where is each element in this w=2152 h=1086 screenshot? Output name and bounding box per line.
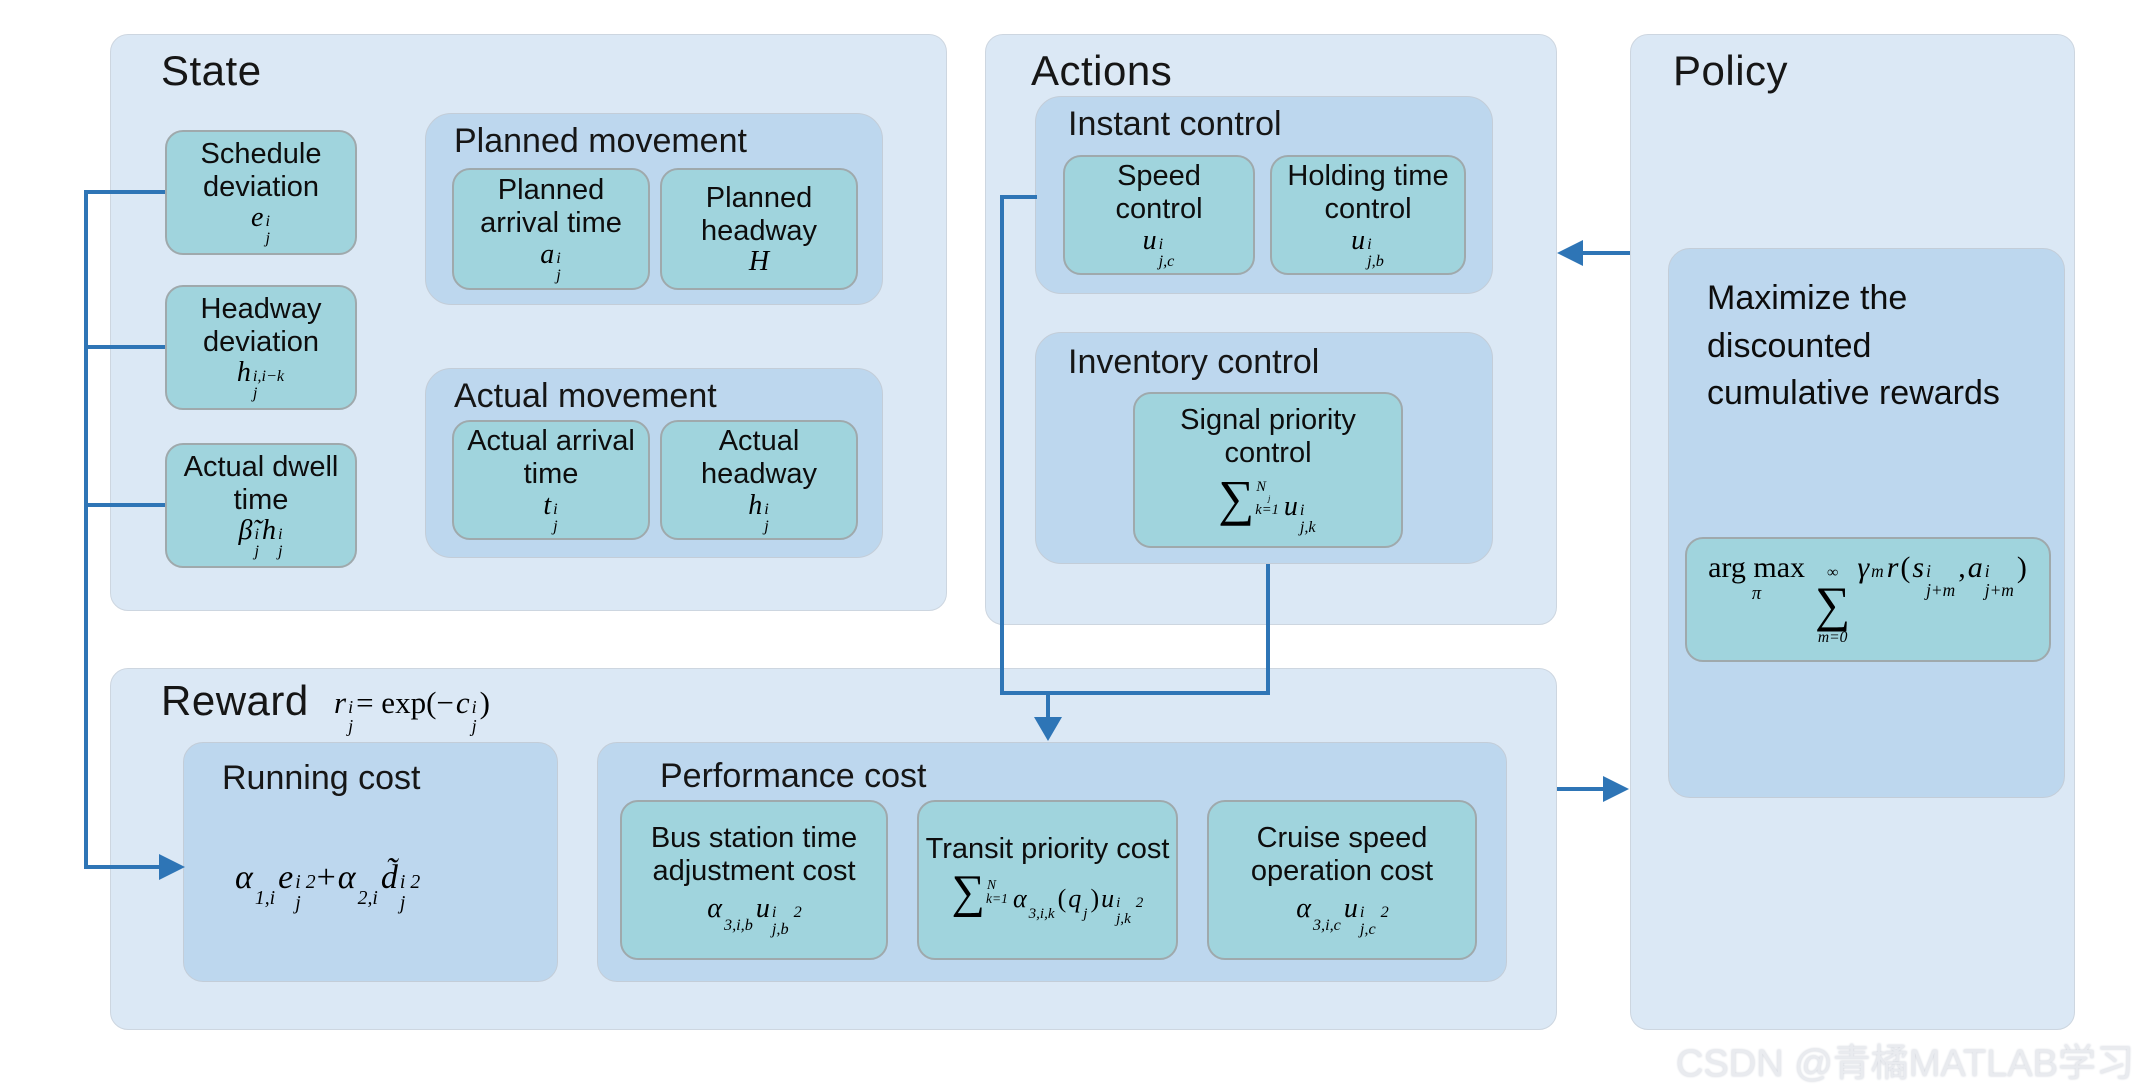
- state-title: State: [161, 47, 262, 94]
- cruise-speed-cost-label: Cruise speed operation cost: [1250, 822, 1434, 888]
- arrowhead-into-actions: [1557, 240, 1583, 266]
- connector-state-to-reward-horizontal: [84, 865, 160, 869]
- actual-arrival-time-label: Actual arrival time: [467, 425, 635, 491]
- transit-priority-cost-label: Transit priority cost: [925, 832, 1170, 865]
- actual-headway-label: Actual headway: [700, 425, 818, 491]
- connector-inventory-vertical: [1266, 564, 1270, 695]
- actual-movement-title: Actual movement: [454, 377, 717, 415]
- inventory-control-title: Inventory control: [1068, 343, 1320, 381]
- connector-state-headway-stub: [84, 345, 165, 349]
- watermark-text: CSDN @青橘MATLAB学习: [1675, 1043, 2134, 1085]
- policy-objective-text: Maximize the discounted cumulative rewar…: [1707, 279, 2000, 413]
- performance-cost-title: Performance cost: [660, 757, 927, 795]
- connector-state-schedule-stub: [84, 190, 165, 194]
- headway-deviation-label: Headway deviation: [200, 292, 322, 358]
- connector-actions-left-vertical: [1000, 195, 1004, 695]
- planned-headway-formula: H: [748, 246, 770, 278]
- holding-time-control-label: Holding time control: [1287, 160, 1449, 226]
- policy-objective-box: Maximize the discounted cumulative rewar…: [1668, 248, 2065, 798]
- connector-instant-control-stub: [1000, 195, 1037, 199]
- planned-arrival-time-label: Planned arrival time: [480, 174, 622, 240]
- planned-movement-title: Planned movement: [454, 122, 747, 160]
- arrowhead-into-running-cost: [159, 854, 185, 880]
- connector-state-dwell-stub: [84, 503, 165, 507]
- connector-state-to-reward-vertical: [84, 190, 88, 869]
- bus-station-cost-label: Bus station time adjustment cost: [650, 822, 858, 888]
- arrowhead-into-performance-cost: [1034, 717, 1062, 741]
- connector-actions-to-reward-horizontal: [1000, 691, 1270, 695]
- connector-policy-to-actions: [1583, 251, 1630, 255]
- planned-headway-label: Planned headway: [700, 181, 818, 247]
- actions-title: Actions: [1031, 47, 1173, 94]
- policy-title: Policy: [1673, 47, 1789, 94]
- running-cost-title: Running cost: [222, 759, 421, 797]
- connector-reward-to-policy: [1557, 787, 1604, 791]
- reward-title: Reward: [161, 677, 309, 724]
- speed-control-label: Speed control: [1115, 160, 1203, 226]
- schedule-deviation-label: Schedule deviation: [200, 137, 322, 203]
- connector-actions-to-reward-stem: [1046, 691, 1050, 719]
- planned-headway-box: Planned headway H: [660, 168, 858, 290]
- instant-control-title: Instant control: [1068, 105, 1282, 143]
- arrowhead-into-policy: [1603, 776, 1629, 802]
- signal-priority-control-label: Signal priority control: [1180, 404, 1356, 470]
- actual-dwell-time-label: Actual dwell time: [183, 450, 339, 516]
